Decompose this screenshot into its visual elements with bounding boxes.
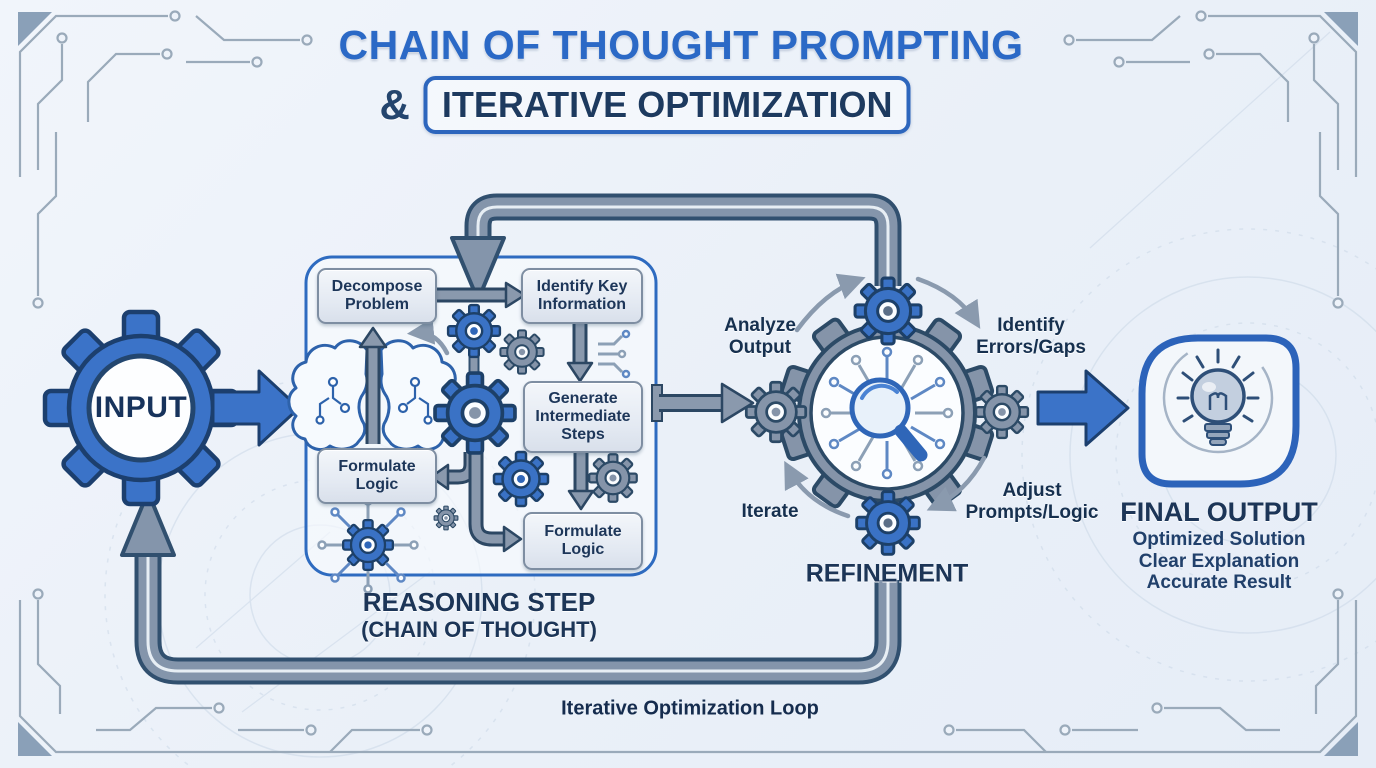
gear-icon — [855, 490, 921, 556]
refinement-label-analyze-output: Analyze Output — [724, 315, 796, 358]
final-output-lines: Optimized Solution Clear Explanation Acc… — [1132, 529, 1305, 594]
reasoning-to-refinement-arrow — [651, 382, 755, 424]
circuit-spokes — [820, 346, 954, 480]
step-formulate-logic-bottom: Formulate Logic — [523, 512, 643, 570]
reasoning-caption-line2: (CHAIN OF THOUGHT) — [361, 617, 597, 643]
refinement-to-output-arrow — [1036, 369, 1130, 447]
refinement-caption: REFINEMENT — [805, 559, 969, 588]
final-output-line: Optimized Solution — [1132, 529, 1306, 550]
step-label: Identify Key Information — [536, 278, 628, 313]
brain-circuit-icon — [287, 339, 461, 451]
final-output-title: FINAL OUTPUT — [1120, 497, 1318, 527]
gear-icon — [853, 276, 923, 346]
reasoning-caption: REASONING STEP (CHAIN OF THOUGHT) — [361, 587, 597, 643]
final-output-line: Accurate Result — [1146, 572, 1292, 594]
gear-icon — [588, 453, 638, 503]
reasoning-caption-line1: REASONING STEP — [362, 587, 596, 617]
step-label: Formulate Logic — [338, 458, 416, 493]
corner-circuit-decoration — [1063, 10, 1360, 309]
step-label: Generate Intermediate Steps — [535, 390, 631, 443]
step-label: Decompose Problem — [331, 278, 423, 313]
gear-icon — [433, 371, 517, 455]
corner-circuit-decoration — [16, 10, 313, 309]
step-identify-key-information: Identify Key Information — [521, 268, 643, 324]
circuit-sprig-icon — [598, 329, 631, 379]
refinement-label-identify-errors: Identify Errors/Gaps — [976, 315, 1086, 358]
page-title: CHAIN OF THOUGHT PROMPTING — [338, 22, 1024, 68]
final-output-shape — [1138, 334, 1300, 488]
reasoning-flow-arrows — [358, 281, 595, 553]
step-decompose-problem: Decompose Problem — [317, 268, 437, 324]
gear-icon — [342, 519, 394, 571]
gear-icon — [499, 329, 545, 375]
step-generate-intermediate-steps: Generate Intermediate Steps — [523, 381, 643, 453]
input-gear-icon — [42, 309, 240, 507]
final-output-line: Clear Explanation — [1138, 550, 1300, 572]
gear-icon — [433, 505, 459, 531]
input-label: INPUT — [94, 391, 188, 424]
lightbulb-icon — [1176, 348, 1260, 446]
magnifier-icon — [849, 377, 928, 462]
input-to-reasoning-arrow — [211, 369, 301, 447]
gear-icon — [974, 384, 1030, 440]
refinement-label-iterate: Iterate — [741, 501, 799, 523]
gear-icon — [446, 303, 502, 359]
refinement-gear-cluster — [744, 273, 1030, 556]
cycle-arrows — [784, 273, 987, 519]
step-formulate-logic-left: Formulate Logic — [317, 448, 437, 504]
loop-label: Iterative Optimization Loop — [561, 697, 819, 720]
gear-icon — [744, 380, 808, 444]
subtitle-highlight-box: ITERATIVE OPTIMIZATION — [423, 76, 911, 134]
gear-icon — [492, 450, 550, 508]
loop-pipe-bottom — [120, 490, 902, 685]
step-label: Formulate Logic — [544, 523, 622, 558]
loop-pipe-top — [450, 193, 902, 302]
refinement-label-adjust-prompts: Adjust Prompts/Logic — [965, 480, 1099, 523]
page-subtitle: & ITERATIVE OPTIMIZATION — [380, 76, 911, 134]
ampersand: & — [379, 81, 410, 128]
